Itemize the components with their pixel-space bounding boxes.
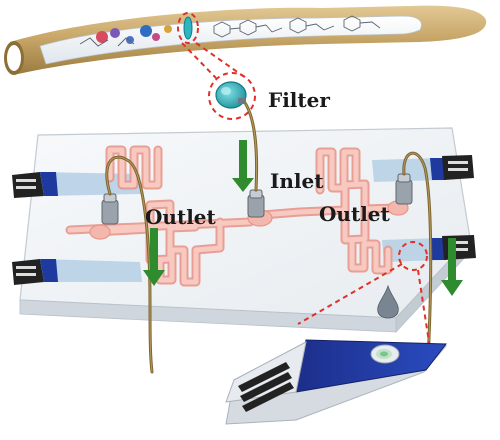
outlet-left-flow-arrow — [143, 228, 165, 286]
outlet-port-right — [395, 173, 413, 205]
left-electrode-top — [12, 172, 142, 198]
filter-callout — [177, 12, 256, 120]
tubing-highlight — [106, 99, 432, 373]
sensor-callout — [297, 241, 433, 363]
inlet-label: Inlet — [270, 169, 324, 193]
inlet-flow-arrow — [232, 140, 254, 192]
sample-tube — [4, 5, 487, 75]
right-electrode-bottom — [382, 235, 476, 262]
filter-icon — [215, 81, 247, 109]
outlet-label-left: Outlet — [145, 205, 216, 229]
reaction-chambers — [89, 200, 409, 240]
tube-contents-left — [79, 25, 172, 47]
tube-filter-disc — [183, 16, 193, 40]
filter-label: Filter — [268, 88, 330, 112]
sensor-strip-icon — [225, 339, 448, 425]
flow-arrows — [143, 140, 463, 296]
left-electrode-bottom — [12, 259, 142, 285]
inlet-port — [247, 189, 265, 218]
droplet-icon — [377, 284, 399, 319]
outlet-port-left — [101, 193, 119, 225]
tube-contents-right — [213, 15, 381, 38]
outlet-right-flow-arrow — [441, 238, 463, 296]
outlet-label-right: Outlet — [319, 202, 390, 226]
